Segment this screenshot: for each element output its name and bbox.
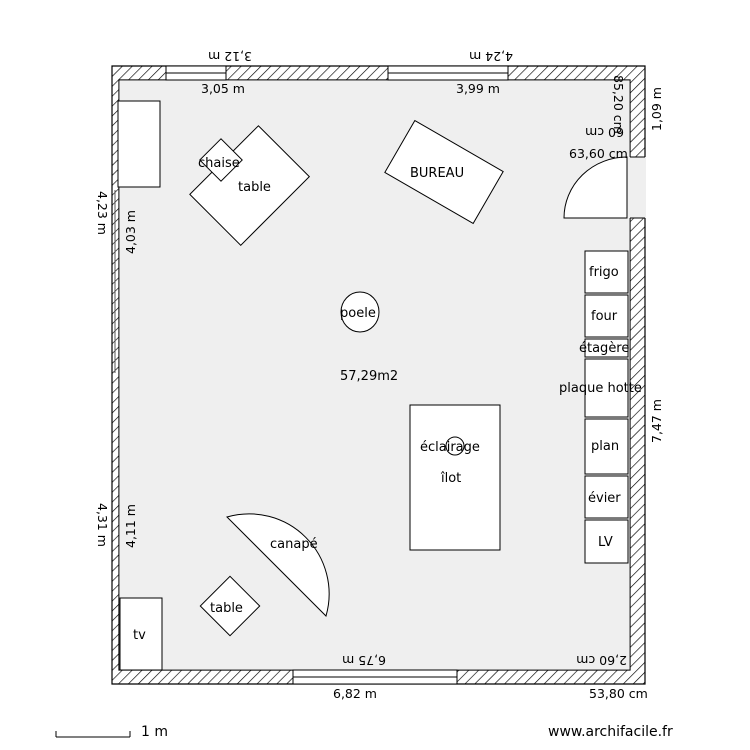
frigo-label: frigo xyxy=(589,265,619,280)
poele[interactable] xyxy=(340,291,380,333)
dim-right-inner-top: 85,20 cm xyxy=(611,75,626,134)
chaise[interactable] xyxy=(199,138,243,182)
lv-label: LV xyxy=(598,535,613,550)
windows xyxy=(114,65,509,685)
eclairage[interactable] xyxy=(445,436,465,456)
cabinet-left[interactable] xyxy=(117,100,161,188)
dim-door-a: 60 cm xyxy=(585,125,624,140)
watermark: www.archifacile.fr xyxy=(548,724,673,740)
canape[interactable] xyxy=(226,513,330,617)
ilot[interactable] xyxy=(409,404,501,551)
lv[interactable] xyxy=(584,519,629,564)
poele-label: poele xyxy=(340,306,376,321)
etagere-label: étagère xyxy=(579,341,629,356)
frigo[interactable] xyxy=(584,250,629,294)
kitchen-units xyxy=(584,250,629,564)
dim-top-outer-right: 4,24 m xyxy=(469,49,513,64)
plaque[interactable] xyxy=(584,358,629,418)
evier[interactable] xyxy=(584,475,629,519)
dim-top-inner-left: 3,05 m xyxy=(201,81,245,96)
bureau-label: BUREAU xyxy=(410,166,464,181)
evier-label: évier xyxy=(588,491,621,506)
table-top-label: table xyxy=(238,180,271,195)
dim-left-inner-top: 4,03 m xyxy=(123,210,138,254)
scale-label: 1 m xyxy=(141,724,168,740)
plaque-label: plaque hotte xyxy=(559,381,642,396)
dim-bottom-inner: 6,75 m xyxy=(342,653,386,668)
dim-right-outer-top: 1,09 m xyxy=(649,87,664,131)
eclairage-label: éclairage xyxy=(420,440,480,455)
dim-bottom-right-outer: 53,80 cm xyxy=(589,686,648,701)
scale-bar xyxy=(55,731,131,738)
ilot-label: îlot xyxy=(440,471,461,486)
plan-label: plan xyxy=(591,439,619,454)
dim-top-inner-right: 3,99 m xyxy=(456,81,500,96)
tv-label: tv xyxy=(133,628,146,643)
room-area: 57,29m2 xyxy=(340,369,398,384)
dim-top-outer-left: 3,12 m xyxy=(208,49,252,64)
bureau[interactable] xyxy=(384,119,504,225)
canape-label: canapé xyxy=(270,537,318,552)
four-label: four xyxy=(591,309,618,324)
dim-bottom-outer: 6,82 m xyxy=(333,686,377,701)
dim-right-outer: 7,47 m xyxy=(649,399,664,443)
dim-bottom-right-inner: 2,60 cm xyxy=(576,653,627,668)
door xyxy=(563,156,646,219)
chaise-label: chaise xyxy=(198,156,240,171)
four[interactable] xyxy=(584,294,629,338)
etagere[interactable] xyxy=(584,338,629,358)
dim-left-outer-top: 4,23 m xyxy=(95,191,110,235)
dim-left-inner-bottom: 4,11 m xyxy=(123,504,138,548)
plan[interactable] xyxy=(584,418,629,475)
table-bottom-label: table xyxy=(210,601,243,616)
dim-left-outer-bottom: 4,31 m xyxy=(95,503,110,547)
table-bottom[interactable] xyxy=(199,575,261,637)
tv[interactable] xyxy=(119,597,163,671)
dim-door-b: 63,60 cm xyxy=(569,146,628,161)
floor xyxy=(118,79,631,671)
